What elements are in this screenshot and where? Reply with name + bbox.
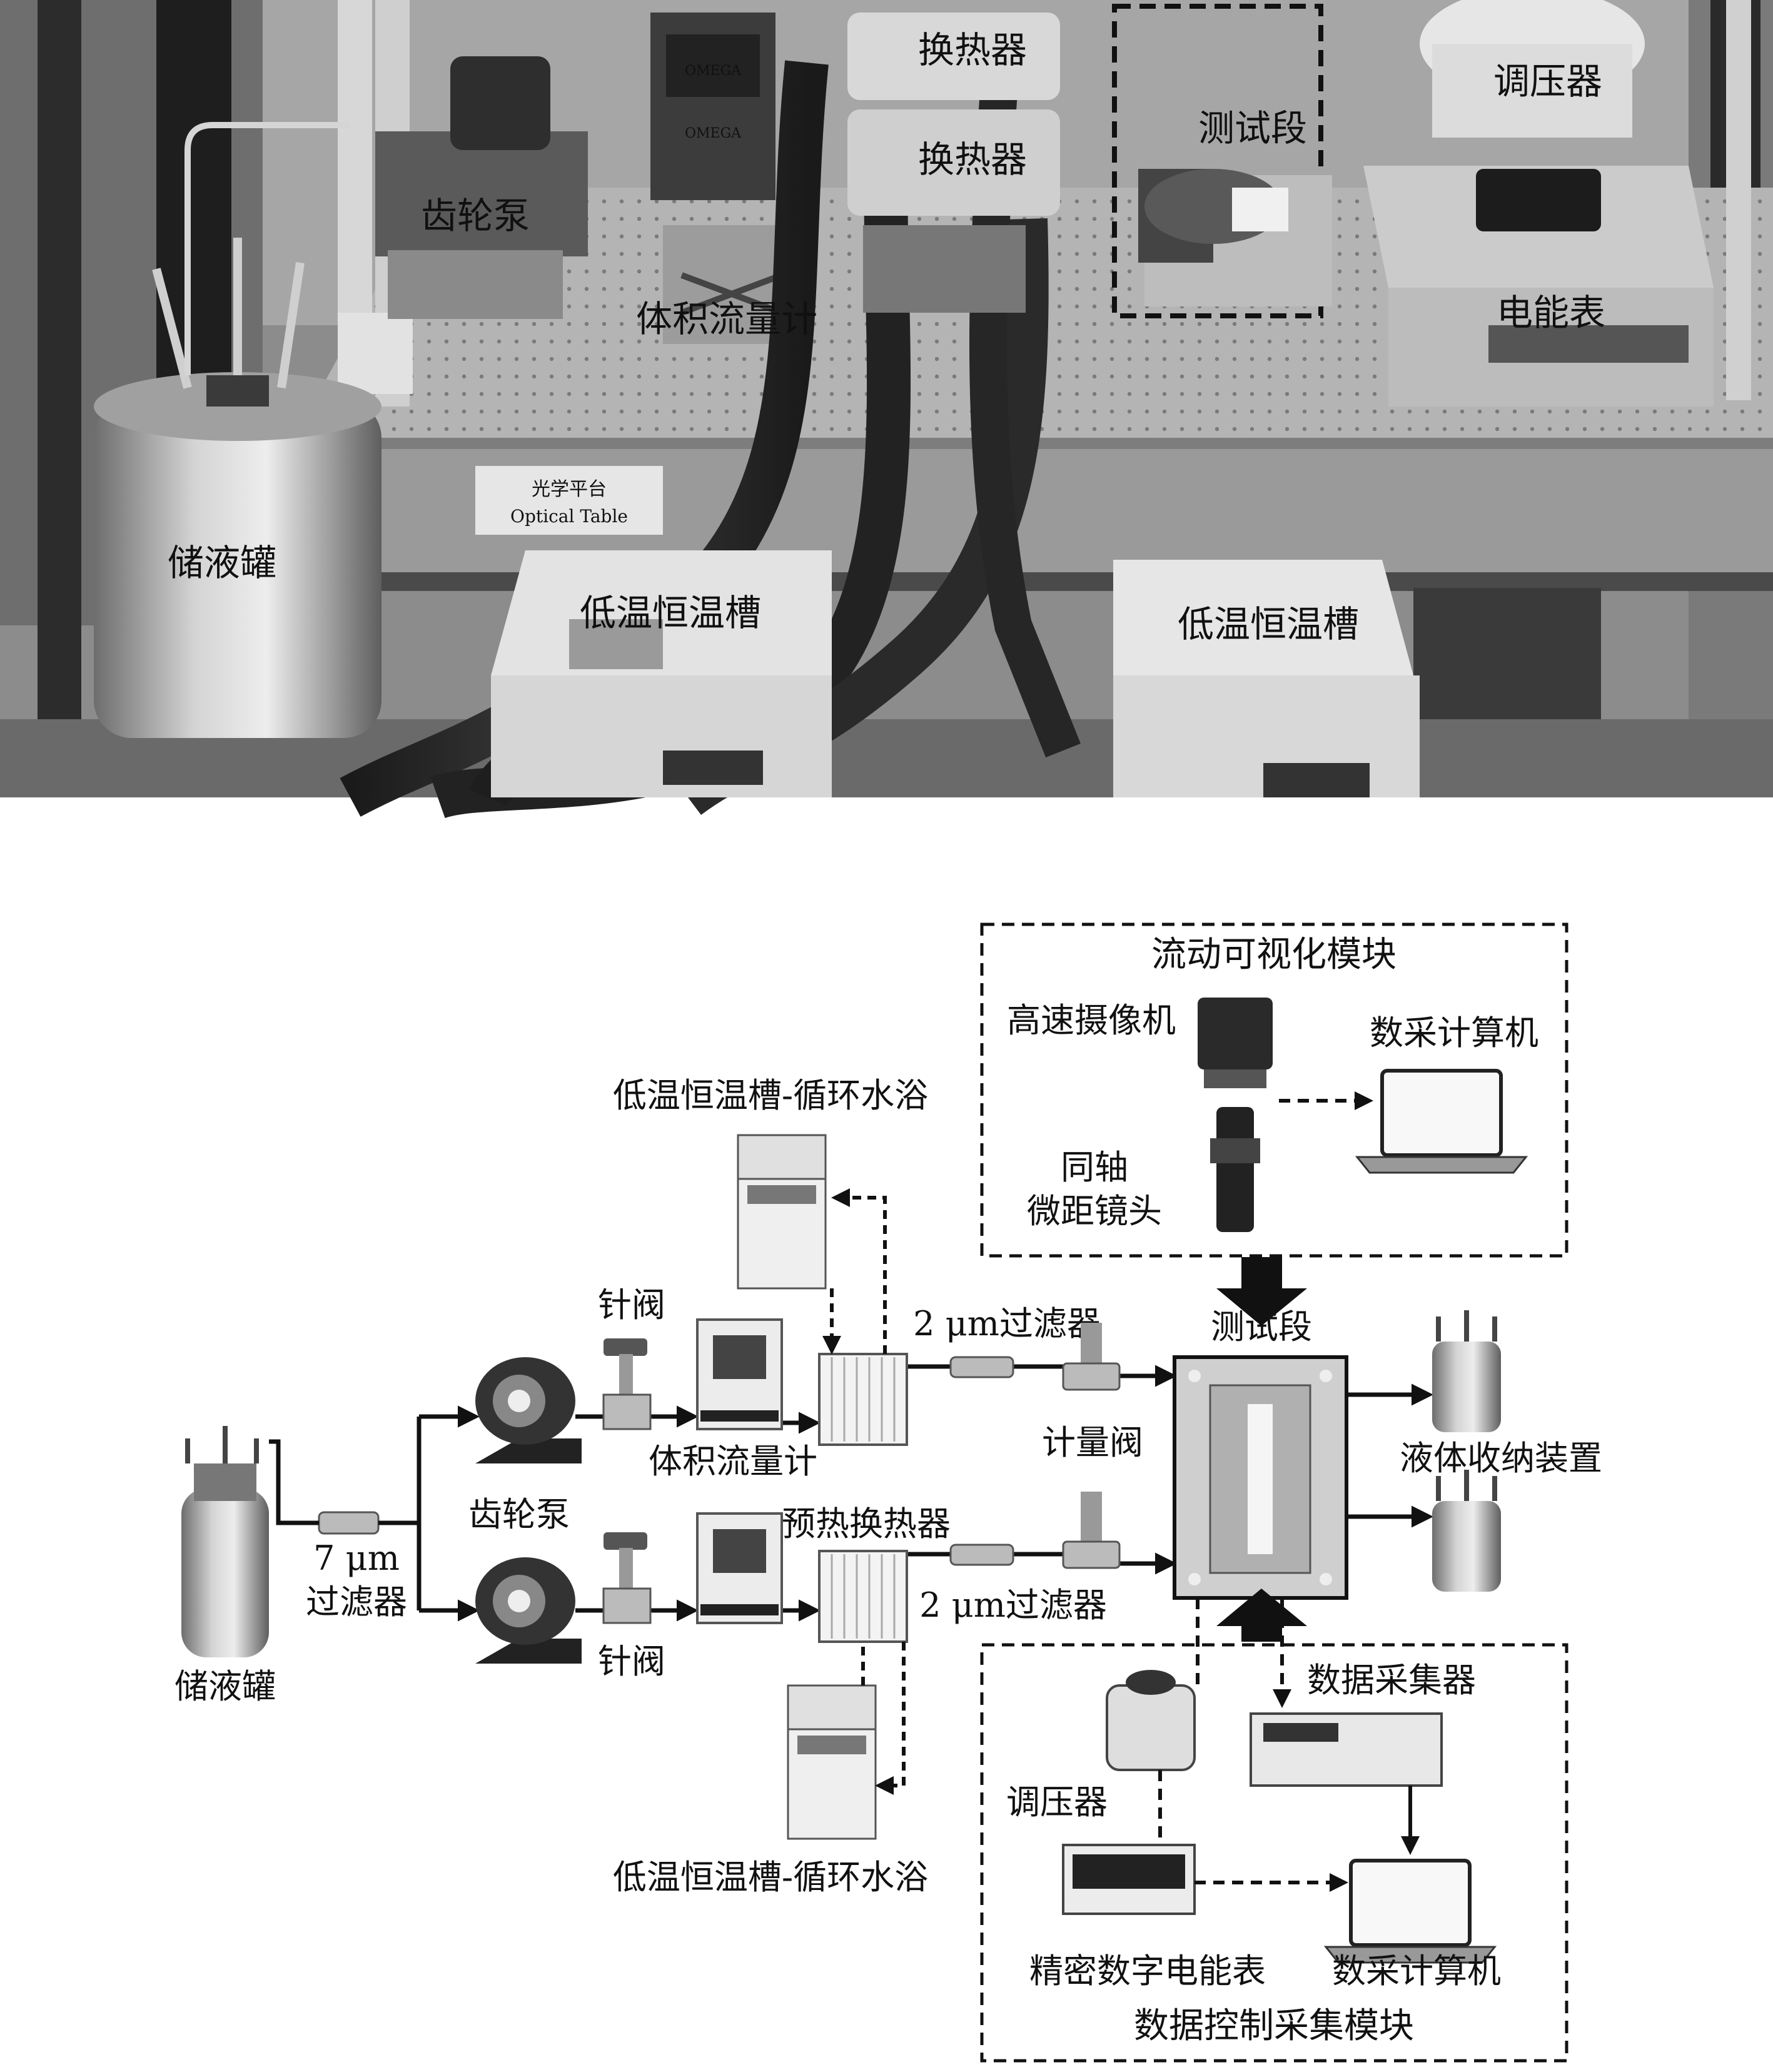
label-liquid-collector: 液体收纳装置 xyxy=(1400,1438,1602,1478)
needle-valve-icon-bottom xyxy=(602,1532,652,1624)
label-needle-valve-bottom: 针阀 xyxy=(598,1642,665,1681)
photo-label-flow-meter: 体积流量计 xyxy=(636,298,817,340)
omega-logo-1: OMEGA xyxy=(685,63,742,79)
photo-label-storage-tank: 储液罐 xyxy=(168,542,276,584)
label-needle-valve-top: 针阀 xyxy=(598,1285,665,1325)
voltage-regulator-icon xyxy=(1106,1670,1196,1771)
data-module-title: 数据控制采集模块 xyxy=(1134,2006,1414,2046)
filter-2um-icon-bottom xyxy=(949,1544,1014,1566)
metering-valve-icon-bottom xyxy=(1062,1492,1121,1569)
label-voltage-regulator: 调压器 xyxy=(1006,1782,1108,1822)
bath-icon-top xyxy=(737,1134,827,1290)
gear-pump-icon-top xyxy=(475,1357,582,1463)
tank-icon xyxy=(181,1426,269,1657)
bath-icon-bottom xyxy=(787,1684,877,1840)
metering-valve-icon-top xyxy=(1062,1323,1121,1391)
photo-thermostat-bath-left xyxy=(491,550,832,797)
photo-test-section-box xyxy=(1112,4,1323,318)
liquid-collector-icon-bottom xyxy=(1432,1470,1501,1592)
label-metering-valve: 计量阀 xyxy=(1042,1423,1143,1462)
photo-gear-pump xyxy=(375,131,588,256)
photo-label-bath-right: 低温恒温槽 xyxy=(1178,603,1359,645)
label-filter-7um-a: 7 μm xyxy=(313,1539,400,1578)
label-high-speed-camera: 高速摄像机 xyxy=(1007,1001,1176,1040)
photo-label-heat-exchanger-2: 换热器 xyxy=(918,138,1027,181)
photo-thermostat-bath-right xyxy=(1113,560,1420,797)
label-gear-pump: 齿轮泵 xyxy=(468,1495,570,1534)
photo-label-bath-left: 低温恒温槽 xyxy=(580,592,761,634)
laptop-icon-bottom xyxy=(1323,1859,1497,1964)
signal-lines xyxy=(1158,1091,1373,1892)
needle-valve-icon-top xyxy=(602,1338,652,1430)
optical-table-sticker xyxy=(475,466,663,535)
coaxial-lens-icon xyxy=(1210,1107,1260,1232)
high-speed-camera-icon xyxy=(1198,998,1273,1088)
label-coaxial-lens-a: 同轴 xyxy=(1061,1148,1128,1187)
flow-meter-icon-bottom xyxy=(696,1512,783,1624)
visualization-module-title: 流动可视化模块 xyxy=(1151,934,1397,975)
flow-meter-icon-top xyxy=(696,1318,783,1430)
flow-lines xyxy=(269,1364,1433,1622)
label-preheat-exchanger: 预热换热器 xyxy=(782,1504,951,1544)
label-filter-2um-bottom: 2 μm过滤器 xyxy=(919,1585,1107,1625)
arrow-from-visualization xyxy=(1216,1257,1307,1326)
data-module-box xyxy=(980,1643,1568,2063)
photo-power-meter xyxy=(1363,166,1714,407)
photo-storage-tank xyxy=(94,238,381,738)
label-daq-computer-bottom: 数采计算机 xyxy=(1332,1951,1501,1991)
arrow-from-data-module xyxy=(1216,1589,1307,1642)
lab-photo: 光学平台 Optical Table OMEGA OMEGA xyxy=(0,0,1773,819)
photo-label-power-meter: 电能表 xyxy=(1497,291,1605,334)
photo-label-gear-pump: 齿轮泵 xyxy=(421,195,530,237)
visualization-module-box xyxy=(980,922,1568,1258)
power-meter-icon xyxy=(1062,1844,1196,1915)
photo-label-heat-exchanger-1: 换热器 xyxy=(918,29,1027,71)
label-coaxial-lens-b: 微距镜头 xyxy=(1027,1191,1162,1231)
label-filter-2um-top: 2 μm过滤器 xyxy=(913,1304,1101,1343)
gear-pump-icon-bottom xyxy=(475,1557,582,1664)
preheat-exchanger-icon-top xyxy=(818,1353,908,1446)
label-flow-meter: 体积流量计 xyxy=(649,1442,817,1481)
liquid-collector-icon-top xyxy=(1432,1310,1501,1432)
label-daq-computer-top: 数采计算机 xyxy=(1370,1013,1538,1053)
photo-heat-exchanger-2 xyxy=(847,109,1060,216)
label-filter-7um-b: 过滤器 xyxy=(306,1582,407,1622)
laptop-icon-top xyxy=(1355,1069,1528,1174)
optical-table-en: Optical Table xyxy=(510,506,628,527)
photo-label-test-section: 测试段 xyxy=(1198,107,1307,149)
label-bath-top: 低温恒温槽-循环水浴 xyxy=(613,1076,928,1115)
photo-label-voltage-regulator: 调压器 xyxy=(1493,60,1602,103)
data-acquisition-icon xyxy=(1250,1712,1443,1787)
filter-7um-icon xyxy=(318,1511,380,1535)
schematic-diagram: 流动可视化模块 数据控制采集模块 储液罐 7 μm 过滤器 xyxy=(174,922,1602,2063)
label-data-acquisition: 数据采集器 xyxy=(1307,1660,1476,1700)
label-power-meter: 精密数字电能表 xyxy=(1029,1951,1266,1991)
test-section-icon xyxy=(1173,1355,1348,1600)
photo-heat-exchanger-1 xyxy=(847,13,1060,100)
label-bath-bottom: 低温恒温槽-循环水浴 xyxy=(613,1857,928,1897)
label-tank: 储液罐 xyxy=(174,1667,276,1706)
optical-table-cn: 光学平台 xyxy=(532,478,607,500)
water-loop-lines xyxy=(822,1188,906,1795)
preheat-exchanger-icon-bottom xyxy=(818,1550,908,1643)
filter-2um-icon-top xyxy=(949,1356,1014,1378)
omega-logo-2: OMEGA xyxy=(685,126,742,141)
